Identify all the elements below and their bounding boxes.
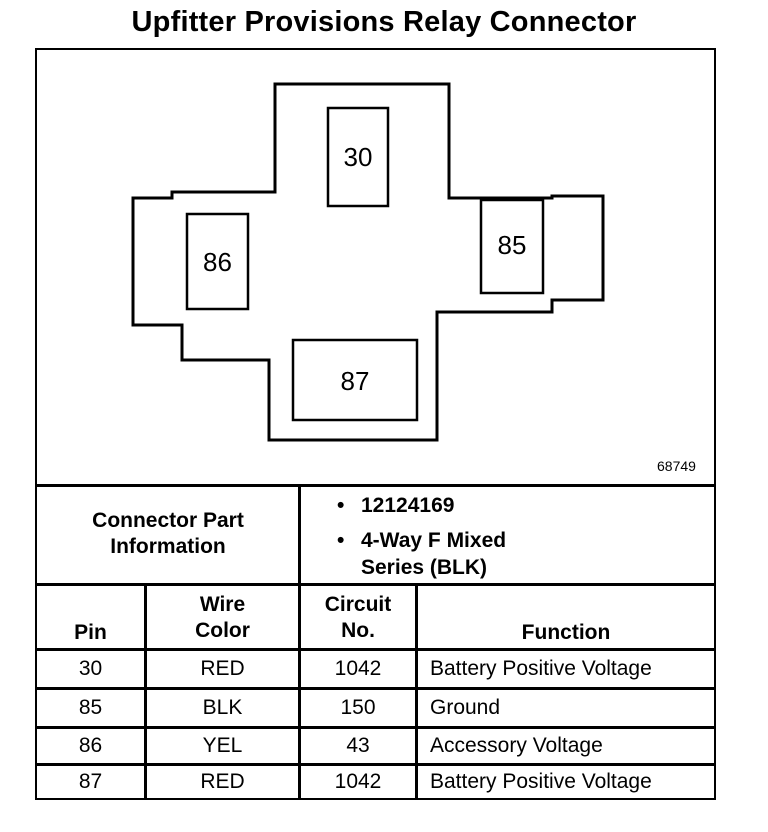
cell-wire-color: RED xyxy=(200,657,245,680)
cell-circuit: 150 xyxy=(340,696,376,719)
cell-pin: 87 xyxy=(78,770,103,793)
divider xyxy=(37,648,714,651)
cell-pin: 85 xyxy=(78,696,103,719)
part-number: 12124169 xyxy=(361,494,455,517)
pin-label-86: 86 xyxy=(203,247,232,277)
divider xyxy=(37,583,714,586)
column-header-circuit-no: Circuit No. xyxy=(301,591,415,645)
cell-function: Ground xyxy=(430,696,501,719)
connector-info-label-line1: Connector Part xyxy=(92,509,244,532)
pin-87-cavity xyxy=(291,338,419,422)
pin-label-87: 87 xyxy=(340,366,370,396)
column-header-function: Function xyxy=(521,621,611,644)
bullet-icon: • xyxy=(337,529,345,552)
connector-info-label: Connector Part Information xyxy=(37,486,299,582)
cell-circuit: 1042 xyxy=(334,657,382,680)
pin-label-30: 30 xyxy=(343,142,373,172)
cell-pin: 30 xyxy=(78,657,103,680)
pin-86-cavity xyxy=(185,212,250,311)
column-header-pin: Pin xyxy=(74,621,107,644)
column-header-wire-color: Wire Color xyxy=(147,591,298,645)
page-title: Upfitter Provisions Relay Connector xyxy=(131,6,637,38)
cell-wire-color: BLK xyxy=(202,696,243,719)
cell-function: Accessory Voltage xyxy=(430,734,603,757)
connector-table-frame: 30 85 86 87 68749 Connector Part Informa… xyxy=(35,48,716,800)
connector-series: Series (BLK) xyxy=(361,556,488,579)
divider xyxy=(37,763,714,766)
figure-id: 68749 xyxy=(657,458,696,474)
connector-outline xyxy=(131,82,605,442)
divider xyxy=(415,585,418,798)
column-header-wire-color-line2: Color xyxy=(195,619,250,642)
column-header-wire-color-line1: Wire xyxy=(199,593,246,616)
column-header-circuit-line1: Circuit xyxy=(324,593,392,616)
bullet-icon: • xyxy=(337,494,345,517)
cell-circuit: 43 xyxy=(346,734,370,757)
connector-diagram: 30 85 86 87 68749 xyxy=(37,50,714,486)
cell-wire-color: RED xyxy=(200,770,245,793)
cell-function: Battery Positive Voltage xyxy=(430,657,652,680)
cell-function: Battery Positive Voltage xyxy=(430,770,652,793)
divider xyxy=(37,726,714,729)
connector-info-label-line2: Information xyxy=(110,535,226,558)
divider xyxy=(37,687,714,690)
pin-85-cavity xyxy=(479,198,545,295)
column-header-circuit-line2: No. xyxy=(341,619,375,642)
pin-30-cavity xyxy=(326,106,390,208)
cell-wire-color: YEL xyxy=(202,734,243,757)
cell-pin: 86 xyxy=(78,734,103,757)
divider xyxy=(37,484,714,487)
divider xyxy=(144,585,147,798)
cell-circuit: 1042 xyxy=(334,770,382,793)
connector-housing-outline xyxy=(131,82,605,442)
divider xyxy=(298,486,301,798)
connector-description: 4-Way F Mixed xyxy=(361,529,507,552)
pin-label-85: 85 xyxy=(497,230,527,260)
